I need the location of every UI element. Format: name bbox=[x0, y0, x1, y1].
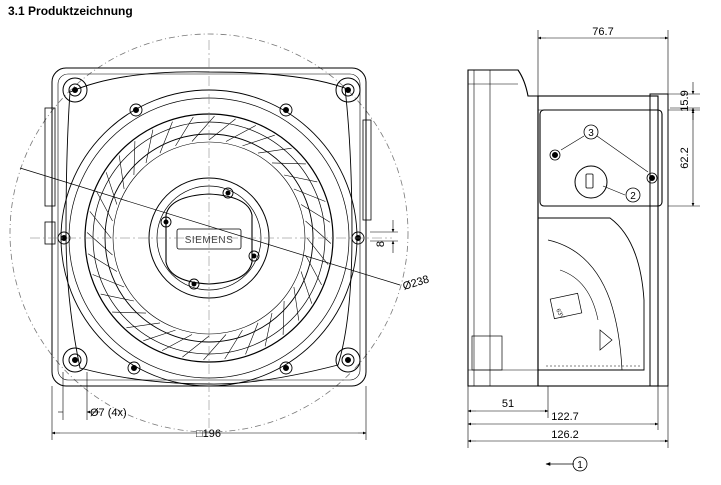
impeller-blade bbox=[89, 211, 112, 239]
motor-flange bbox=[165, 193, 253, 285]
callout-3: 3 bbox=[588, 128, 594, 139]
impeller-blade bbox=[133, 141, 136, 176]
dim-top-height-label: 15.9 bbox=[679, 90, 691, 111]
end-flange bbox=[649, 93, 669, 387]
impeller-blade bbox=[305, 254, 322, 286]
impeller-blade bbox=[191, 115, 215, 142]
impeller-blade bbox=[143, 329, 176, 342]
impeller-blade bbox=[86, 232, 113, 256]
impeller-blade bbox=[245, 322, 259, 355]
right-bump bbox=[362, 119, 372, 221]
impeller-blade bbox=[112, 311, 147, 314]
impeller-blade bbox=[271, 162, 306, 165]
plate-text: 63V bbox=[554, 308, 565, 320]
callout-2: 2 bbox=[630, 191, 636, 202]
corner-holes bbox=[62, 77, 361, 373]
motor-body bbox=[537, 95, 659, 387]
impeller-blade bbox=[96, 190, 113, 222]
left-bump-top bbox=[44, 107, 56, 207]
dim-bottom-122-label: 122.7 bbox=[551, 411, 579, 423]
connector bbox=[574, 165, 608, 199]
impeller-blade bbox=[203, 334, 227, 361]
impeller-blade bbox=[305, 220, 332, 244]
hub-screws bbox=[160, 187, 260, 290]
brand-label: SIEMENS bbox=[185, 235, 234, 246]
impeller-blade bbox=[282, 300, 285, 335]
dim-top-width-label: 76.7 bbox=[592, 26, 613, 38]
impeller-blade bbox=[300, 204, 331, 223]
impeller-blade bbox=[92, 274, 125, 288]
impeller-blade bbox=[87, 253, 118, 272]
side-view bbox=[467, 30, 700, 472]
dim-right-height-label: 62.2 bbox=[679, 147, 691, 168]
dim-bottom-126-label: 126.2 bbox=[551, 429, 579, 441]
dim-bottom-51-label: 51 bbox=[502, 398, 514, 410]
callout-1: 1 bbox=[577, 460, 583, 471]
impeller-blade bbox=[126, 322, 161, 329]
side-housing bbox=[467, 69, 539, 387]
left-bump-bottom bbox=[44, 221, 56, 245]
housing-inner bbox=[57, 73, 361, 381]
impeller-blade bbox=[105, 172, 118, 205]
impeller-blade bbox=[224, 329, 243, 360]
impeller-blade bbox=[159, 121, 173, 154]
cable-housing bbox=[537, 217, 645, 371]
impeller-blade bbox=[293, 188, 326, 202]
dim-diameter-label: Ø238 bbox=[401, 274, 430, 293]
diameter-leader bbox=[19, 167, 401, 286]
impeller-blade bbox=[293, 286, 300, 321]
impeller-blade bbox=[225, 125, 257, 142]
sweep-circle bbox=[9, 33, 409, 433]
impeller-blade bbox=[175, 116, 194, 147]
cover-plate bbox=[539, 109, 663, 207]
front-view bbox=[9, 33, 409, 440]
section-title: 3.1 Produktzeichnung bbox=[8, 4, 133, 18]
impeller-blade bbox=[182, 335, 210, 358]
impeller-blade bbox=[284, 174, 318, 183]
impeller-blade bbox=[264, 313, 273, 347]
impeller-blades bbox=[86, 115, 332, 361]
impeller-blade bbox=[242, 134, 275, 147]
dim-hole-label: Ø7 (4x) bbox=[90, 407, 127, 419]
impeller-blade bbox=[118, 155, 125, 190]
impeller-blade bbox=[257, 147, 292, 154]
impeller-blade bbox=[100, 293, 134, 302]
impeller-blade bbox=[208, 118, 236, 141]
ring-screws bbox=[57, 103, 365, 375]
dim-offset-label: 8 bbox=[375, 241, 387, 247]
impeller-blade bbox=[306, 237, 329, 265]
volute-outline bbox=[65, 71, 353, 385]
impeller-blade bbox=[145, 129, 154, 163]
impeller-blade bbox=[161, 334, 193, 351]
impeller-blade bbox=[300, 271, 313, 304]
dim-width-label: □196 bbox=[196, 428, 221, 440]
